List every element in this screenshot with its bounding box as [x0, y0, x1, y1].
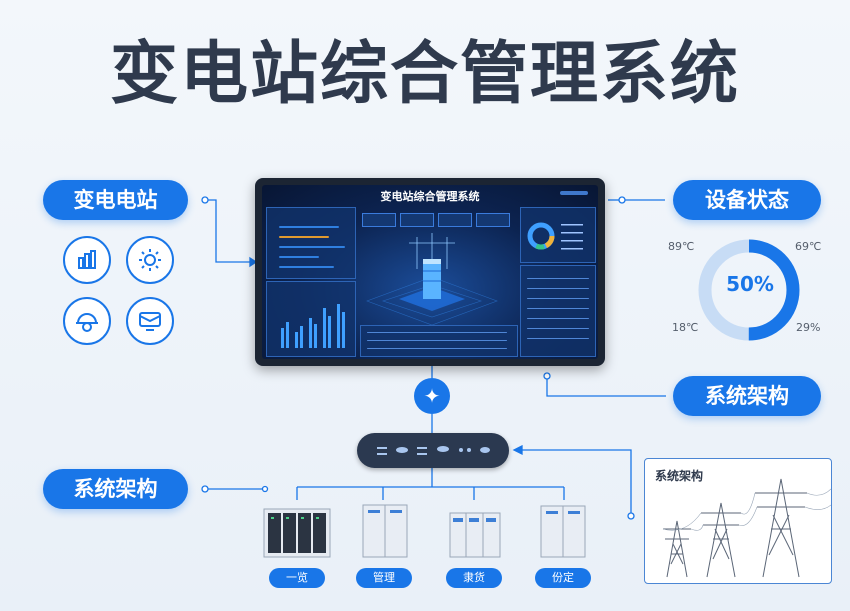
- equipment-label-4[interactable]: 份定: [535, 568, 591, 588]
- screen-button-1[interactable]: [362, 213, 396, 227]
- equipment-label-3[interactable]: 隶货: [446, 568, 502, 588]
- donut-panel: [520, 207, 596, 263]
- bar-panel: [266, 281, 356, 357]
- architecture-panel: 系统架构: [644, 458, 832, 584]
- device-list-panel: [520, 265, 596, 357]
- helmet-icon[interactable]: [63, 297, 111, 345]
- gauge-label-top-left: 89℃: [668, 240, 695, 253]
- equipment-label-2[interactable]: 管理: [356, 568, 412, 588]
- operation-panel: [266, 207, 356, 279]
- bar-chart-icon[interactable]: [63, 236, 111, 284]
- screen-title: 变电站综合管理系统: [380, 190, 480, 203]
- data-table-panel: [360, 325, 518, 357]
- page-title: 变电站综合管理系统: [109, 35, 740, 114]
- gauge-label-bottom-right: 29%: [796, 321, 821, 334]
- screen-button-4[interactable]: [476, 213, 510, 227]
- gauge-value: 50%: [726, 272, 774, 296]
- screen-button-2[interactable]: [400, 213, 434, 227]
- power-tower-icon: [662, 478, 831, 578]
- cabinet-icon: [362, 504, 408, 558]
- dashboard-monitor: 变电站综合管理系统: [255, 178, 605, 366]
- architecture-label-right[interactable]: 系统架构: [673, 376, 821, 416]
- gauge-label-bottom-left: 18℃: [672, 321, 699, 334]
- dashboard-screen: 变电站综合管理系统: [262, 185, 598, 359]
- screen-button-3[interactable]: [438, 213, 472, 227]
- substation-label[interactable]: 变电电站: [43, 180, 188, 220]
- equipment-status-label[interactable]: 设备状态: [673, 180, 821, 220]
- substation-3d-model: [366, 233, 498, 326]
- equipment-label-1[interactable]: 一览: [269, 568, 325, 588]
- server-rack-icon: [263, 508, 331, 558]
- gauge-label-top-right: 69℃: [795, 240, 822, 253]
- cabinet-icon: [540, 505, 586, 558]
- window-controls: [560, 191, 588, 195]
- architecture-panel-title: 系统架构: [655, 469, 704, 483]
- architecture-label-left[interactable]: 系统架构: [43, 469, 188, 509]
- switchgear-icon: [449, 512, 501, 558]
- sun-icon[interactable]: [126, 236, 174, 284]
- status-gauge: [698, 239, 800, 341]
- sparkle-icon[interactable]: ✦: [414, 378, 450, 414]
- network-hub: [357, 433, 509, 468]
- monitor-icon[interactable]: [126, 297, 174, 345]
